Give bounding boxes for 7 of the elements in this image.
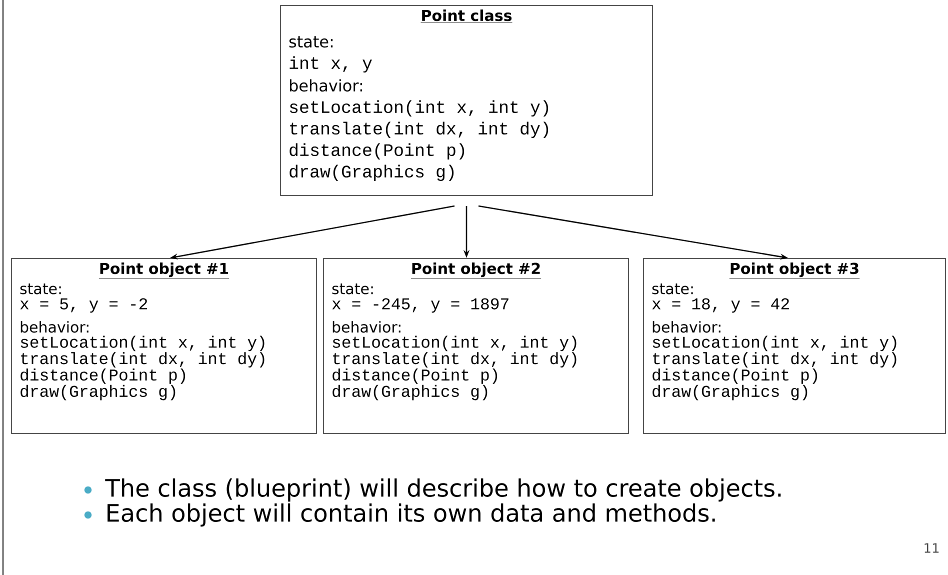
- class-box: Point class state: int x, y behavior: setLocation(int x, int y) translate(int dx, int dy) distance(Point p) draw(Graphics g): [280, 5, 653, 196]
- object-box: Point object #2 state: x = -245, y = 1897 behavior: setLocation(int x, int y) translate(int dx, int dy) distance(Point p) draw(Graphics g): [323, 258, 629, 434]
- object-box: Point object #3 state: x = 18, y = 42 behavior: setLocation(int x, int y) translate(int dx, int dy) distance(Point p) draw(Graphics g): [643, 258, 946, 434]
- bullet-text: The class (blueprint) will describe how to create objects.: [105, 478, 781, 502]
- page-number: 11: [924, 543, 939, 553]
- bullet-text: Each object will contain its own data and methods.: [108, 503, 715, 527]
- object-box: Point object #1 state: x = 5, y = -2 behavior: setLocation(int x, int y) translate(int dx, int dy) distance(Point p) draw(Graphics g): [11, 258, 317, 434]
